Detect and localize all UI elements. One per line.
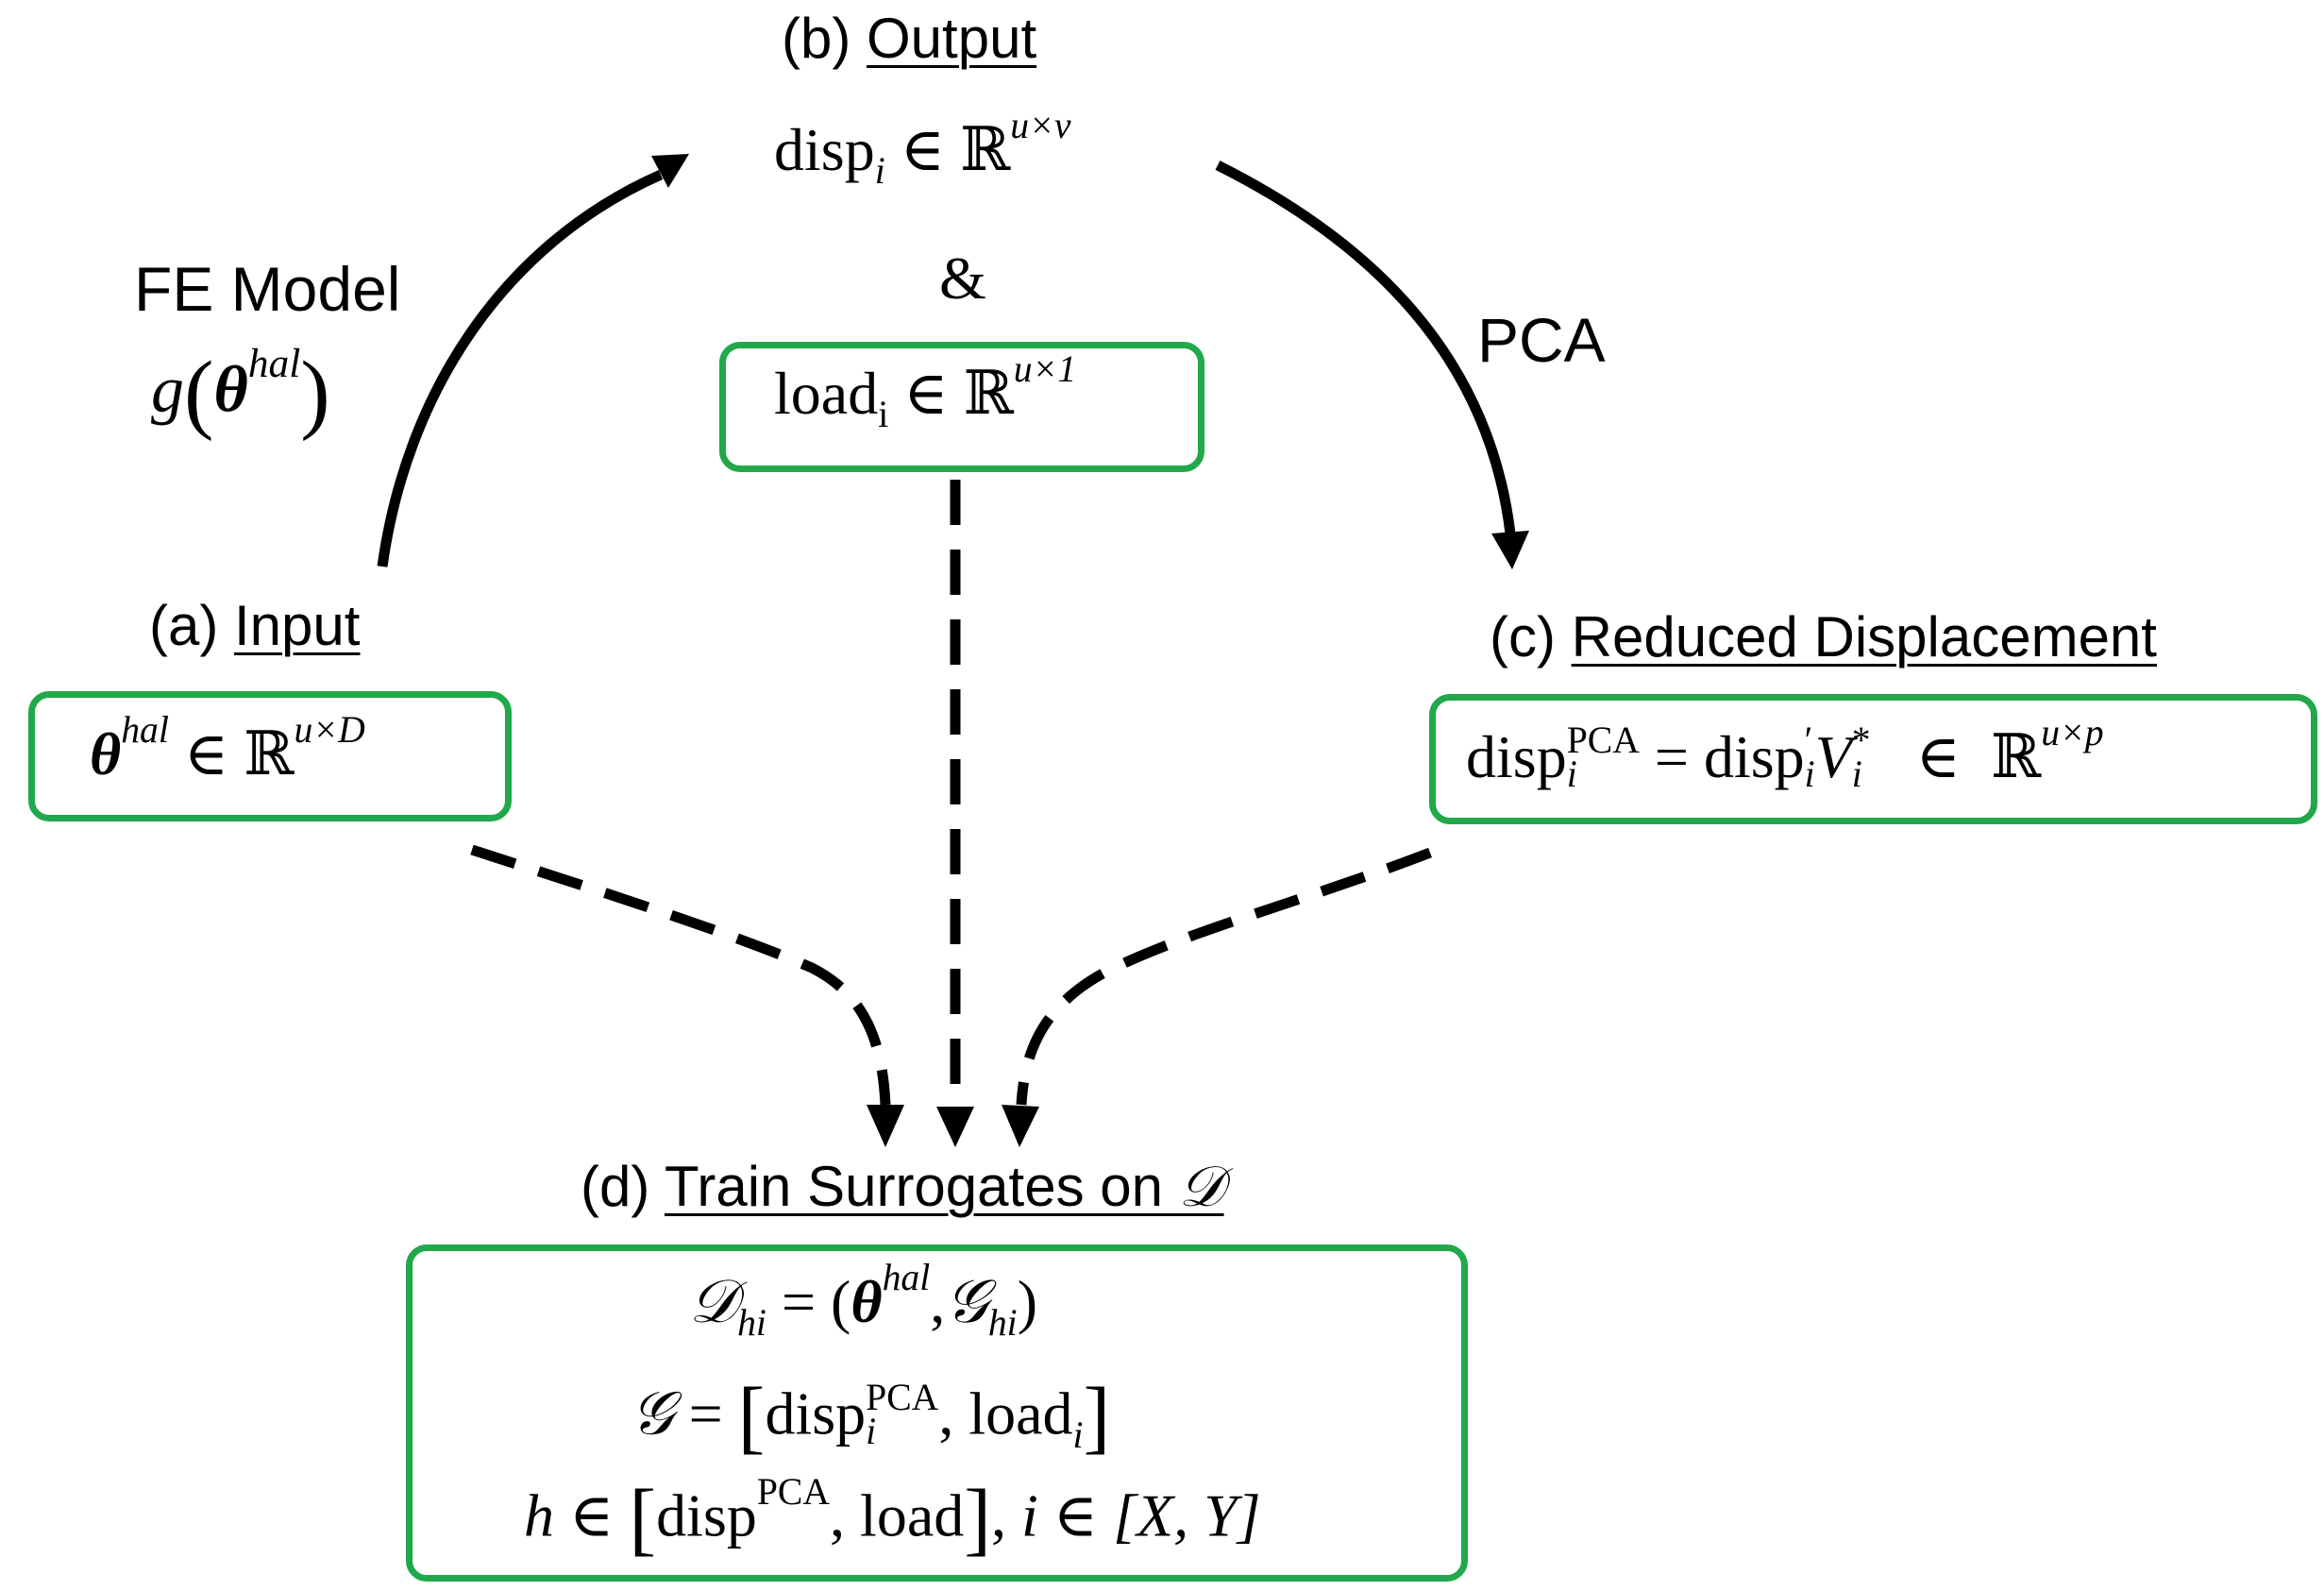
fe-model-theta: θ [213,353,248,427]
reduced-dashed-arrow [1016,847,1432,1106]
load-formula: loadi ∈ ℝu×1 [774,348,1076,435]
reduced-in: ∈ [1915,723,1961,790]
load-box [719,342,1204,472]
train-l2-disp-sub: i [866,1410,877,1452]
reduced-lhs-base: disp [1466,723,1567,790]
train-label-title: Train Surrogates on 𝒟 [665,1155,1224,1218]
load-sub: i [878,393,889,435]
reduced-label-prefix: (c) [1490,605,1556,669]
input-reals: ℝ [244,720,295,787]
reduced-rhs-base: disp [1703,723,1805,790]
reduced-v-base: V [1814,723,1852,790]
reduced-heading: (c) Reduced Displacement [1490,604,2157,669]
input-heading: (a) Input [149,593,360,658]
train-line-3: h ∈ [dispPCA, load], i ∈ [X, Y] [524,1470,1261,1564]
fe-model-theta-sup: hal [247,340,301,386]
reduced-v-sub: i [1851,753,1862,795]
train-l2-equals: = [688,1379,723,1447]
input-dashed-arrow [470,844,891,1106]
load-reals: ℝ [963,360,1014,427]
train-label-text: Train Surrogates on [664,1155,1163,1218]
reduced-reals: ℝ [1991,723,2042,790]
train-l1-g: 𝒢 [945,1268,988,1335]
input-label-title: Input [234,594,361,657]
train-label-set: 𝒟 [1178,1156,1224,1218]
train-l3-sep: , [991,1481,1006,1549]
train-l2-load: load [968,1379,1073,1447]
fe-model-arrow [377,169,664,567]
input-label-prefix: (a) [149,594,219,657]
pca-label: PCA [1477,305,1606,375]
train-l1-comma: , [930,1268,946,1335]
reduced-lhs-sub: i [1566,753,1577,795]
output-disp-sub: i [874,149,885,192]
input-box [28,691,512,821]
train-box [406,1244,1468,1582]
train-l1-g-sub: hi [987,1301,1018,1344]
input-in: ∈ [183,720,229,787]
train-l2-disp: disp [765,1379,867,1447]
reduced-rhs-sub: i [1804,753,1815,795]
train-l1-theta-sup: hal [882,1257,931,1299]
output-label-prefix: (b) [782,7,851,70]
output-disp-formula: dispi ∈ ℝu×v [774,105,1071,192]
train-label-prefix: (d) [581,1155,650,1218]
input-theta-sup: hal [121,709,169,752]
train-l3-set: [X, Y] [1113,1481,1261,1549]
train-l3-h: h [524,1481,554,1549]
output-disp-reals: ℝ [960,116,1011,183]
output-disp-dims: u×v [1010,105,1071,147]
train-l1-d-sub: hi [737,1301,766,1344]
train-l2-g: 𝒢 [631,1379,674,1447]
train-l1-equals: = ( [781,1268,851,1335]
train-l3-comma: , [830,1481,846,1549]
train-heading: (d) Train Surrogates on 𝒟 [581,1154,1224,1220]
train-line-1: 𝒟hi = (θhal,𝒢hi) [689,1257,1038,1344]
train-l2-comma: , [938,1379,954,1447]
train-l1-d: 𝒟 [689,1268,738,1335]
input-formula: θhal ∈ ℝu×D [90,709,365,789]
fe-model-arrowhead [651,154,689,188]
output-ampersand: & [939,245,986,312]
train-l3-i: i [1021,1481,1038,1549]
reduced-dims: u×p [2041,712,2104,754]
reduced-rhs-sup: ′ [1804,719,1813,762]
input-theta: θ [90,720,122,787]
pca-arrow [1215,161,1516,534]
input-dims: u×D [294,709,365,752]
reduced-dashed-arrowhead [1002,1105,1039,1147]
pca-arrowhead [1491,531,1529,569]
train-l2-load-sub: i [1072,1413,1084,1456]
train-l3-load: load [860,1481,965,1549]
train-l3-disp-sup: PCA [756,1470,831,1513]
train-l1-theta: θ [850,1268,883,1335]
reduced-equals: = [1654,723,1689,790]
output-label-title: Output [867,7,1037,70]
output-disp-in: ∈ [900,116,946,183]
reduced-label-title: Reduced Displacement [1571,605,2157,669]
train-l3-in2: ∈ [1053,1481,1099,1549]
fe-model-func: g [151,353,184,427]
input-dashed-arrowhead [867,1105,904,1147]
train-l3-in1: ∈ [569,1481,615,1549]
fe-model-function: g(θhal) [151,340,330,442]
load-dashed-arrowhead [936,1107,974,1147]
load-base: load [774,360,879,427]
reduced-lhs-sup: PCA [1566,719,1640,762]
fe-model-title: FE Model [134,254,401,324]
load-dims: u×1 [1013,348,1077,391]
output-disp-base: disp [774,116,875,183]
train-l2-disp-sup: PCA [866,1376,939,1418]
output-heading: (b) Output [782,6,1036,71]
reduced-v-sup: * [1851,719,1871,762]
reduced-box [1429,694,2317,824]
train-l1-close: ) [1017,1268,1038,1335]
train-l3-disp: disp [656,1481,757,1549]
load-in: ∈ [903,360,949,427]
